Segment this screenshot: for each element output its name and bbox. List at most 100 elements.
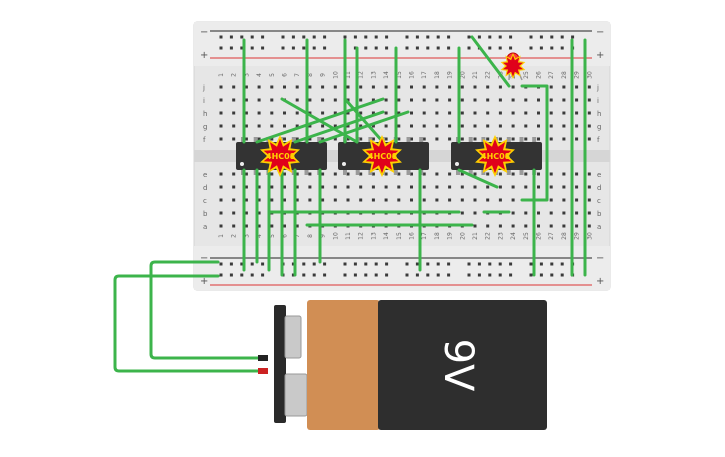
breadboard-hole[interactable] [346,137,350,141]
rail-hole[interactable] [385,273,389,277]
breadboard-hole[interactable] [257,137,261,141]
breadboard-hole[interactable] [448,98,452,102]
rail-hole[interactable] [426,46,430,50]
breadboard-hole[interactable] [562,85,566,89]
breadboard-hole[interactable] [448,124,452,128]
breadboard-hole[interactable] [333,111,337,115]
breadboard-hole[interactable] [257,185,261,189]
breadboard-hole[interactable] [549,185,553,189]
breadboard-hole[interactable] [575,198,579,202]
breadboard-hole[interactable] [410,137,413,141]
breadboard-hole[interactable] [562,211,566,215]
breadboard-hole[interactable] [321,185,325,189]
rail-hole[interactable] [302,262,306,266]
breadboard-hole[interactable] [232,111,236,115]
breadboard-hole[interactable] [346,124,350,128]
rail-hole[interactable] [529,46,533,50]
breadboard-hole[interactable] [473,124,477,128]
rail-hole[interactable] [250,273,254,277]
breadboard-hole[interactable] [498,111,502,115]
rail-hole[interactable] [488,46,492,50]
breadboard-hole[interactable] [232,124,236,128]
breadboard-hole[interactable] [244,85,248,89]
rail-hole[interactable] [219,46,223,50]
rail-hole[interactable] [498,262,502,266]
breadboard-hole[interactable] [549,111,553,115]
breadboard-hole[interactable] [460,185,464,189]
breadboard-hole[interactable] [232,211,236,215]
breadboard-hole[interactable] [232,185,236,189]
breadboard-hole[interactable] [359,85,363,89]
rail-hole[interactable] [281,35,285,39]
breadboard-hole[interactable] [587,224,591,228]
wire[interactable] [318,110,410,144]
rail-hole[interactable] [323,35,327,39]
rail-hole[interactable] [353,46,357,50]
rail-hole[interactable] [550,262,554,266]
breadboard-hole[interactable] [486,198,490,202]
breadboard-hole[interactable] [232,198,236,202]
breadboard-hole[interactable] [270,98,274,102]
rail-hole[interactable] [219,35,223,39]
breadboard-hole[interactable] [346,172,350,176]
breadboard-hole[interactable] [397,185,401,189]
rail-hole[interactable] [467,262,471,266]
breadboard-hole[interactable] [244,98,248,102]
breadboard-hole[interactable] [283,85,286,89]
breadboard-hole[interactable] [575,98,579,102]
breadboard-hole[interactable] [486,137,490,141]
breadboard-hole[interactable] [549,172,553,176]
breadboard-hole[interactable] [549,137,553,141]
breadboard-hole[interactable] [232,98,236,102]
breadboard-hole[interactable] [397,172,401,176]
breadboard-hole[interactable] [346,85,350,89]
rail-hole[interactable] [436,35,440,39]
breadboard-hole[interactable] [410,98,413,102]
rail-hole[interactable] [374,46,378,50]
breadboard-hole[interactable] [587,85,591,89]
breadboard-hole[interactable] [435,185,439,189]
breadboard-hole[interactable] [486,185,490,189]
breadboard-hole[interactable] [359,185,363,189]
breadboard-hole[interactable] [270,172,274,176]
rail-hole[interactable] [312,46,316,50]
breadboard-hole[interactable] [295,137,299,141]
breadboard-hole[interactable] [232,137,236,141]
rail-hole[interactable] [240,262,244,266]
breadboard-hole[interactable] [537,224,540,228]
rail-hole[interactable] [261,273,265,277]
breadboard-hole[interactable] [295,224,299,228]
breadboard-hole[interactable] [498,98,502,102]
breadboard-hole[interactable] [575,124,579,128]
breadboard-hole[interactable] [219,172,223,176]
breadboard-hole[interactable] [397,198,401,202]
breadboard-hole[interactable] [219,185,223,189]
breadboard-hole[interactable] [219,198,223,202]
breadboard-hole[interactable] [562,98,566,102]
breadboard-hole[interactable] [587,124,591,128]
breadboard-hole[interactable] [295,85,299,89]
rail-hole[interactable] [488,35,492,39]
rail-hole[interactable] [509,273,513,277]
rail-hole[interactable] [374,262,378,266]
breadboard-hole[interactable] [371,172,375,176]
breadboard-hole[interactable] [537,137,540,141]
rail-hole[interactable] [291,273,295,277]
breadboard-hole[interactable] [549,224,553,228]
breadboard-hole[interactable] [359,111,363,115]
rail-hole[interactable] [498,35,502,39]
breadboard-hole[interactable] [511,185,515,189]
wire[interactable] [293,110,385,144]
breadboard-hole[interactable] [435,124,439,128]
breadboard-hole[interactable] [562,185,566,189]
rail-hole[interactable] [529,35,533,39]
breadboard-hole[interactable] [524,111,528,115]
breadboard-hole[interactable] [359,137,363,141]
breadboard-hole[interactable] [308,198,312,202]
rail-hole[interactable] [364,273,368,277]
breadboard-hole[interactable] [422,172,426,176]
rail-hole[interactable] [261,262,265,266]
breadboard-hole[interactable] [257,124,261,128]
breadboard-hole[interactable] [537,111,540,115]
rail-hole[interactable] [229,46,233,50]
